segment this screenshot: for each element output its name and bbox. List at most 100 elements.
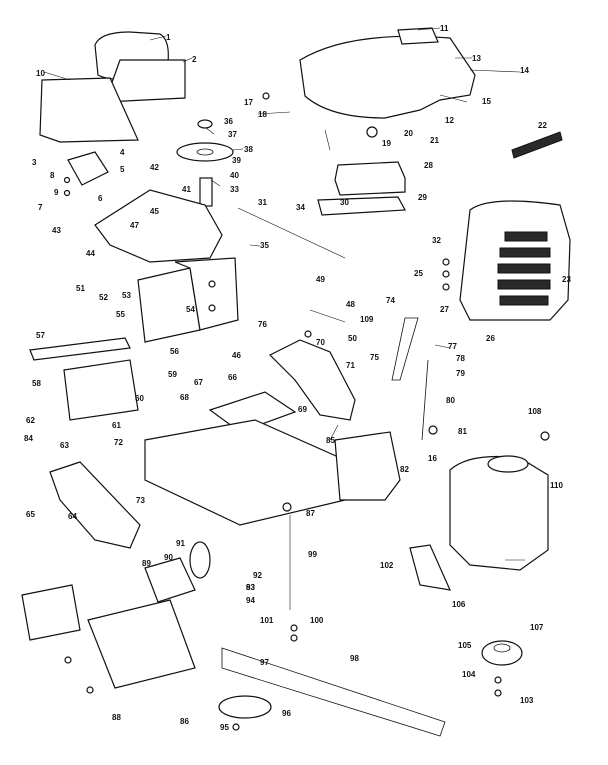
callout-73: 73 bbox=[136, 496, 145, 505]
callout-79: 79 bbox=[456, 369, 465, 378]
callout-97: 97 bbox=[260, 658, 269, 667]
callout-89: 89 bbox=[142, 559, 151, 568]
callout-75: 75 bbox=[370, 353, 379, 362]
control-rod-part bbox=[421, 359, 429, 441]
grille-slot-4 bbox=[497, 279, 551, 290]
bolt-marker bbox=[290, 634, 298, 642]
callout-91: 91 bbox=[176, 539, 185, 548]
lower-panel-part bbox=[21, 584, 81, 641]
bolt-marker bbox=[282, 502, 292, 512]
friction-disc-part bbox=[189, 541, 211, 579]
callout-20: 20 bbox=[404, 129, 413, 138]
callout-64: 64 bbox=[68, 512, 77, 521]
callout-54: 54 bbox=[186, 305, 195, 314]
parts-layer bbox=[21, 27, 571, 737]
drive-belt-part bbox=[221, 647, 446, 737]
leader-line bbox=[210, 179, 221, 187]
left-fender-part bbox=[49, 461, 141, 549]
trim-strip-part bbox=[511, 131, 563, 159]
bolt-marker bbox=[232, 723, 240, 731]
callout-8: 8 bbox=[50, 171, 55, 180]
callout-86: 86 bbox=[180, 717, 189, 726]
callout-103: 103 bbox=[520, 696, 534, 705]
bolt-marker bbox=[86, 686, 94, 694]
leader-line bbox=[232, 148, 244, 151]
callout-80: 80 bbox=[446, 396, 455, 405]
grille-part bbox=[459, 200, 571, 321]
leader-line bbox=[43, 71, 71, 81]
leader-line bbox=[249, 244, 261, 247]
callout-90: 90 bbox=[164, 553, 173, 562]
callout-47: 47 bbox=[130, 221, 139, 230]
bolt-marker bbox=[262, 92, 270, 100]
callout-82: 82 bbox=[400, 465, 409, 474]
callout-59: 59 bbox=[168, 370, 177, 379]
callout-9: 9 bbox=[54, 188, 59, 197]
callout-85: 85 bbox=[326, 436, 335, 445]
bolt-marker bbox=[540, 431, 550, 441]
steering-column-part bbox=[199, 177, 213, 207]
callout-15: 15 bbox=[482, 97, 491, 106]
callout-38: 38 bbox=[244, 145, 253, 154]
callout-92: 92 bbox=[253, 571, 262, 580]
callout-31: 31 bbox=[258, 198, 267, 207]
callout-14: 14 bbox=[520, 66, 529, 75]
callout-3: 3 bbox=[32, 158, 37, 167]
callout-76: 76 bbox=[258, 320, 267, 329]
steering-wheel-part bbox=[176, 142, 234, 162]
callout-29: 29 bbox=[418, 193, 427, 202]
callout-78: 78 bbox=[456, 354, 465, 363]
callout-66: 66 bbox=[228, 373, 237, 382]
rail-part bbox=[29, 337, 131, 361]
callout-74: 74 bbox=[386, 296, 395, 305]
callout-94: 94 bbox=[246, 596, 255, 605]
callout-100: 100 bbox=[310, 616, 324, 625]
callout-49: 49 bbox=[316, 275, 325, 284]
callout-56: 56 bbox=[170, 347, 179, 356]
callout-87: 87 bbox=[306, 509, 315, 518]
callout-25: 25 bbox=[414, 269, 423, 278]
callout-69: 69 bbox=[298, 405, 307, 414]
leader-line bbox=[237, 207, 346, 259]
bolt-marker bbox=[208, 304, 216, 312]
hardware-layer bbox=[63, 92, 550, 731]
callout-37: 37 bbox=[228, 130, 237, 139]
callout-50: 50 bbox=[348, 334, 357, 343]
callout-63: 63 bbox=[60, 441, 69, 450]
leader-line bbox=[324, 129, 331, 151]
callout-35: 35 bbox=[260, 241, 269, 250]
callout-83: 83 bbox=[246, 583, 255, 592]
callout-13: 13 bbox=[472, 54, 481, 63]
leader-line bbox=[417, 27, 441, 31]
callout-labels: 1 2 3 4 5 6 7 8 9 10 11 12 13 14 15 16 1… bbox=[24, 24, 571, 732]
hinge-bracket-part bbox=[67, 151, 109, 186]
engine-cap-part bbox=[487, 455, 529, 473]
transmission-part bbox=[144, 557, 196, 603]
callout-68: 68 bbox=[180, 393, 189, 402]
callout-4: 4 bbox=[120, 148, 125, 157]
callout-72: 72 bbox=[114, 438, 123, 447]
bolt-marker bbox=[494, 689, 502, 697]
callout-101: 101 bbox=[260, 616, 274, 625]
callout-105: 105 bbox=[458, 641, 472, 650]
shield-part bbox=[409, 544, 452, 591]
grille-slot-1 bbox=[504, 231, 548, 242]
callout-58: 58 bbox=[32, 379, 41, 388]
bolt-marker bbox=[304, 330, 312, 338]
dash-panel-part bbox=[94, 189, 223, 263]
hood-part bbox=[299, 35, 476, 119]
seat-plate-part bbox=[39, 77, 139, 143]
bolt-marker bbox=[442, 258, 450, 266]
bolt-marker bbox=[63, 189, 71, 197]
callout-39: 39 bbox=[232, 156, 241, 165]
callout-96: 96 bbox=[282, 709, 291, 718]
callout-27: 27 bbox=[440, 305, 449, 314]
callout-19: 19 bbox=[382, 139, 391, 148]
callout-110: 110 bbox=[550, 481, 563, 490]
battery-part bbox=[334, 161, 406, 196]
console-side-part bbox=[174, 257, 239, 331]
leader-line bbox=[469, 69, 521, 73]
bolt-marker bbox=[494, 676, 502, 684]
callout-106: 106 bbox=[452, 600, 466, 609]
engine-pulley-hub-part bbox=[493, 643, 511, 653]
